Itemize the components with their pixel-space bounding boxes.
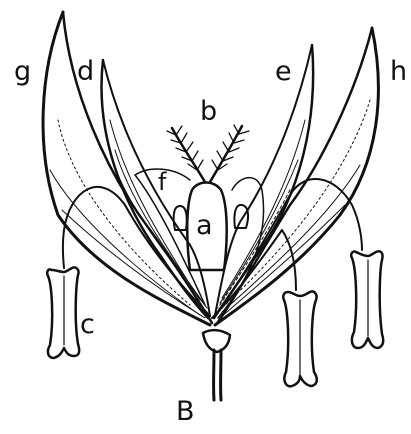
label-B: B <box>176 398 195 425</box>
label-d: d <box>77 58 94 85</box>
label-c: c <box>80 311 95 338</box>
label-f: f <box>158 170 166 194</box>
label-e: e <box>275 58 292 85</box>
glume-g <box>43 12 212 325</box>
label-b: b <box>200 98 217 125</box>
label-a: a <box>196 212 213 239</box>
label-g: g <box>14 58 31 85</box>
anther-center <box>283 291 317 386</box>
anther-right <box>351 251 383 348</box>
anther-left <box>47 267 79 358</box>
lemma-e <box>214 45 313 318</box>
stem <box>203 330 230 400</box>
label-h: h <box>390 58 407 85</box>
